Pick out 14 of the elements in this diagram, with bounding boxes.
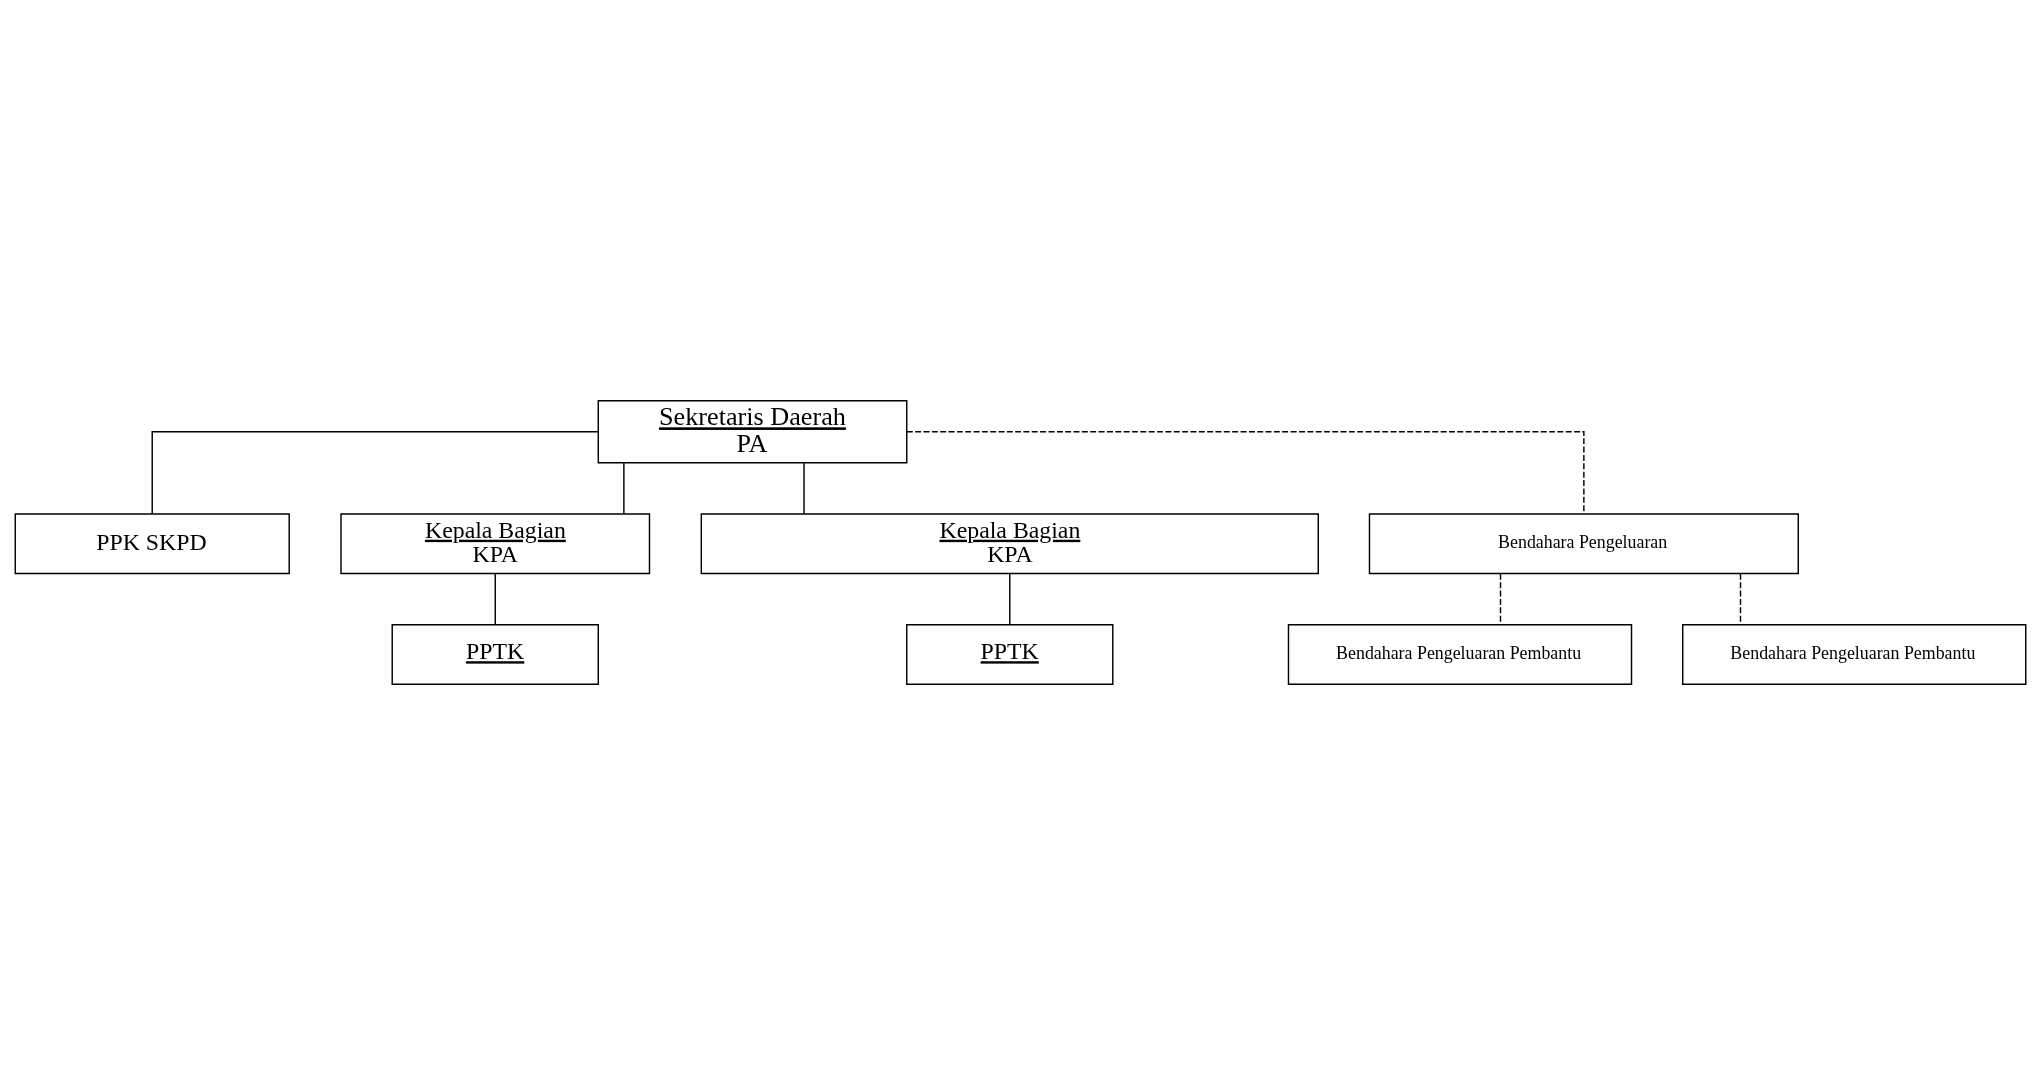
connector: [1009, 573, 1011, 626]
node-box: PPK SKPD: [14, 513, 290, 575]
node-box: Bendahara Pengeluaran: [1368, 513, 1799, 575]
connector: [803, 462, 805, 515]
node-box: PPTK: [391, 623, 599, 685]
node-box: Bendahara Pengeluaran Pembantu: [1287, 623, 1633, 685]
connector: [494, 573, 496, 626]
connector: [151, 431, 599, 515]
node-box: Kepala Bagian KPA: [700, 513, 1319, 575]
connector: [623, 462, 625, 515]
node-box: Kepala Bagian KPA: [340, 513, 651, 575]
node-box: PPTK: [906, 623, 1114, 685]
node-box: Bendahara Pengeluaran Pembantu: [1682, 623, 2027, 685]
node-box: Sekretaris Daerah PA: [597, 400, 908, 464]
